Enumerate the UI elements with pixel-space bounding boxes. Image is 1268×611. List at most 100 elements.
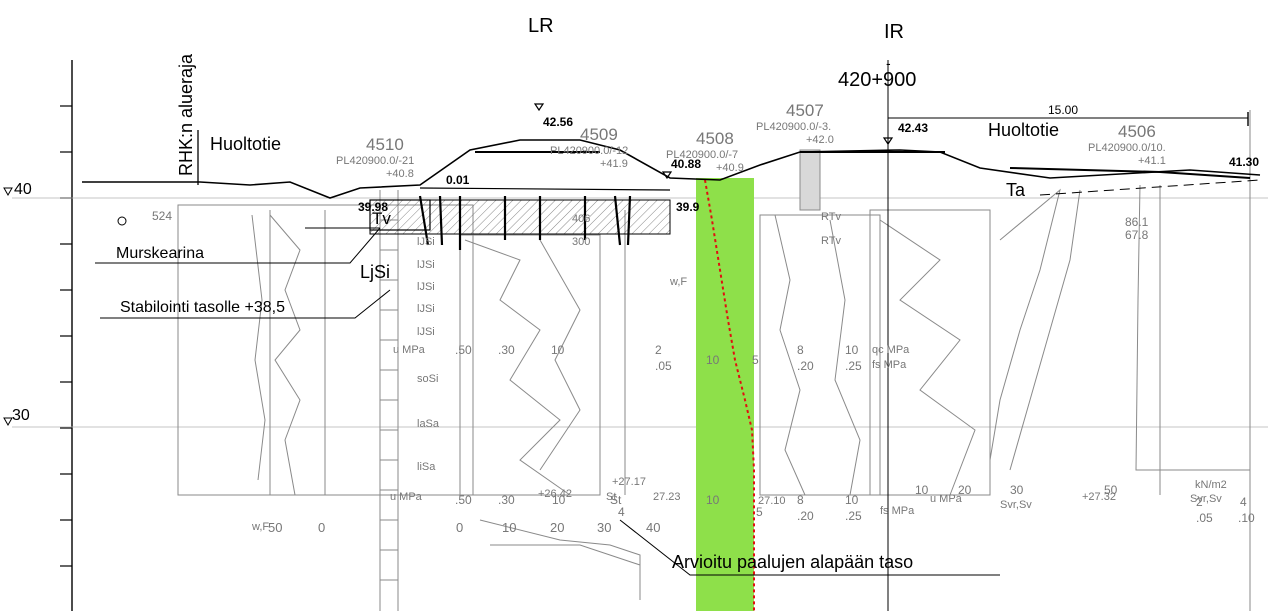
- tick-label: 30: [597, 520, 611, 535]
- value-524: 524: [152, 209, 172, 223]
- elev-27-10: 27.10: [758, 495, 786, 507]
- borehole-pl: PL420900.0/-7: [666, 149, 738, 161]
- axis-nm2: kN/m2: [1195, 479, 1227, 491]
- chainage-label: 420+900: [838, 69, 916, 91]
- borehole-top: +41.1: [1138, 155, 1166, 167]
- axis-svr-right: Svr,Sv: [1190, 493, 1222, 505]
- ir-label: IR: [884, 21, 904, 43]
- leader-lines: [95, 227, 1000, 576]
- tick-label: .20: [797, 509, 814, 523]
- soil-layer-label: lJSi: [417, 303, 435, 315]
- tick-label: 2: [655, 343, 662, 357]
- elev-left-base: 39.98: [358, 200, 388, 214]
- axis-svr-left: Svr,Sv: [1000, 499, 1032, 511]
- tick-label: 0: [318, 520, 325, 535]
- tick-label: 5: [752, 353, 759, 367]
- tick-label: 5: [756, 505, 763, 519]
- borehole-id: 4510: [366, 135, 404, 154]
- tick-label: .05: [1196, 511, 1213, 525]
- tv-label: Tv: [372, 209, 391, 228]
- tick-label: 0: [456, 520, 463, 535]
- stabilization-layer: [369, 199, 671, 235]
- tick-label: 10: [845, 493, 859, 507]
- tick-label: 10: [845, 343, 859, 357]
- tick-label: 10: [706, 493, 720, 507]
- axis-qc-mpa-top: qc MPa: [872, 344, 910, 356]
- boundary-label: RHK:n alueraja: [176, 53, 196, 176]
- borehole-pl: PL420900.0/10.: [1088, 142, 1166, 154]
- axis-wf-top: w,F: [669, 276, 687, 288]
- tick-label: .25: [845, 359, 862, 373]
- borehole-pl: PL420900.0/-12: [550, 145, 628, 157]
- scale-ticks: [60, 105, 72, 567]
- value-67-8: 67.8: [1125, 228, 1149, 242]
- tick-label: 40: [646, 520, 660, 535]
- borehole-id: 4509: [580, 125, 618, 144]
- elev-27-32: +27.32: [1082, 491, 1116, 503]
- soil-layer-label: lJSi: [417, 326, 435, 338]
- tick-label: .30: [498, 493, 515, 507]
- stabilointi-label: Stabilointi tasolle +38,5: [120, 299, 285, 316]
- value-406: 406: [572, 213, 590, 225]
- borehole-pl: PL420900.0/-3.: [756, 121, 831, 133]
- tick-label: .10: [1238, 511, 1255, 525]
- tick-label: .25: [845, 509, 862, 523]
- axis-fs-mpa-top: fs MPa: [872, 359, 907, 371]
- borehole-top: +40.8: [386, 168, 414, 180]
- tick-label: 10: [552, 493, 566, 507]
- borehole-top: +42.0: [806, 134, 834, 146]
- elev-right-edge: 41.30: [1229, 155, 1259, 169]
- pile-tip-label: Arvioitu paalujen alapään taso: [672, 552, 913, 572]
- murskearina-label: Murskearina: [116, 245, 204, 262]
- elev-mid-base: 39.9: [676, 200, 700, 214]
- tick-label: 20: [958, 483, 972, 497]
- borehole-id: 4507: [786, 101, 824, 120]
- level-30-label: 30: [12, 407, 30, 424]
- elev-left-ditch: 40.88: [671, 157, 701, 171]
- road-left-label: Huoltotie: [210, 134, 281, 154]
- road-right-label: Huoltotie: [988, 120, 1059, 140]
- axis-u-mpa-right: u MPa: [930, 493, 963, 505]
- ta-label: Ta: [1006, 180, 1026, 200]
- tick-label: .50: [455, 343, 472, 357]
- tick-label: 10: [915, 483, 929, 497]
- tick-label: .50: [455, 493, 472, 507]
- road-section: [82, 60, 1261, 611]
- borehole-id: 4508: [696, 129, 734, 148]
- lr-label: LR: [528, 15, 554, 37]
- borehole-top: +41.9: [600, 158, 628, 170]
- soil-layer-label: soSi: [417, 373, 438, 385]
- tick-label: .20: [797, 359, 814, 373]
- borehole-pl: PL420900.0/-21: [336, 155, 414, 167]
- tick-label: St: [610, 493, 622, 507]
- elev-offset: 0.01: [446, 173, 470, 187]
- axis-wf-bottom: w,F: [251, 521, 269, 533]
- elev-ir-top: 42.43: [898, 121, 928, 135]
- sounding-graphs: [177, 110, 1251, 611]
- axis-fs-mpa-bottom: fs MPa: [880, 505, 915, 517]
- borehole-top: +40.9: [716, 162, 744, 174]
- tick-label: .30: [498, 343, 515, 357]
- dimension-label: 15.00: [1048, 103, 1078, 117]
- elev-27-17: +27.17: [612, 476, 646, 488]
- elev-27-23: 27.23: [653, 491, 681, 503]
- level-40-marker: [3, 187, 13, 197]
- axis-u-mpa-top: u MPa: [393, 344, 426, 356]
- tick-label: 8: [797, 343, 804, 357]
- elev-26-42: +26.42: [538, 488, 572, 500]
- tick-label: 4: [1240, 495, 1247, 509]
- soil-layer-label: lJSi: [417, 281, 435, 293]
- tick-label: 4: [618, 505, 625, 519]
- level-30-marker: [3, 417, 13, 427]
- borehole-id: 4506: [1118, 122, 1156, 141]
- elevation-scale: 40 30: [3, 60, 1268, 611]
- tick-label: 10: [551, 343, 565, 357]
- soil-layer-label: lJSi: [417, 259, 435, 271]
- tick-label: 30: [1010, 483, 1024, 497]
- rtv-label-2: RTv: [821, 235, 841, 247]
- value-86-1: 86.1: [1125, 215, 1149, 229]
- axis-st: St: [606, 491, 616, 503]
